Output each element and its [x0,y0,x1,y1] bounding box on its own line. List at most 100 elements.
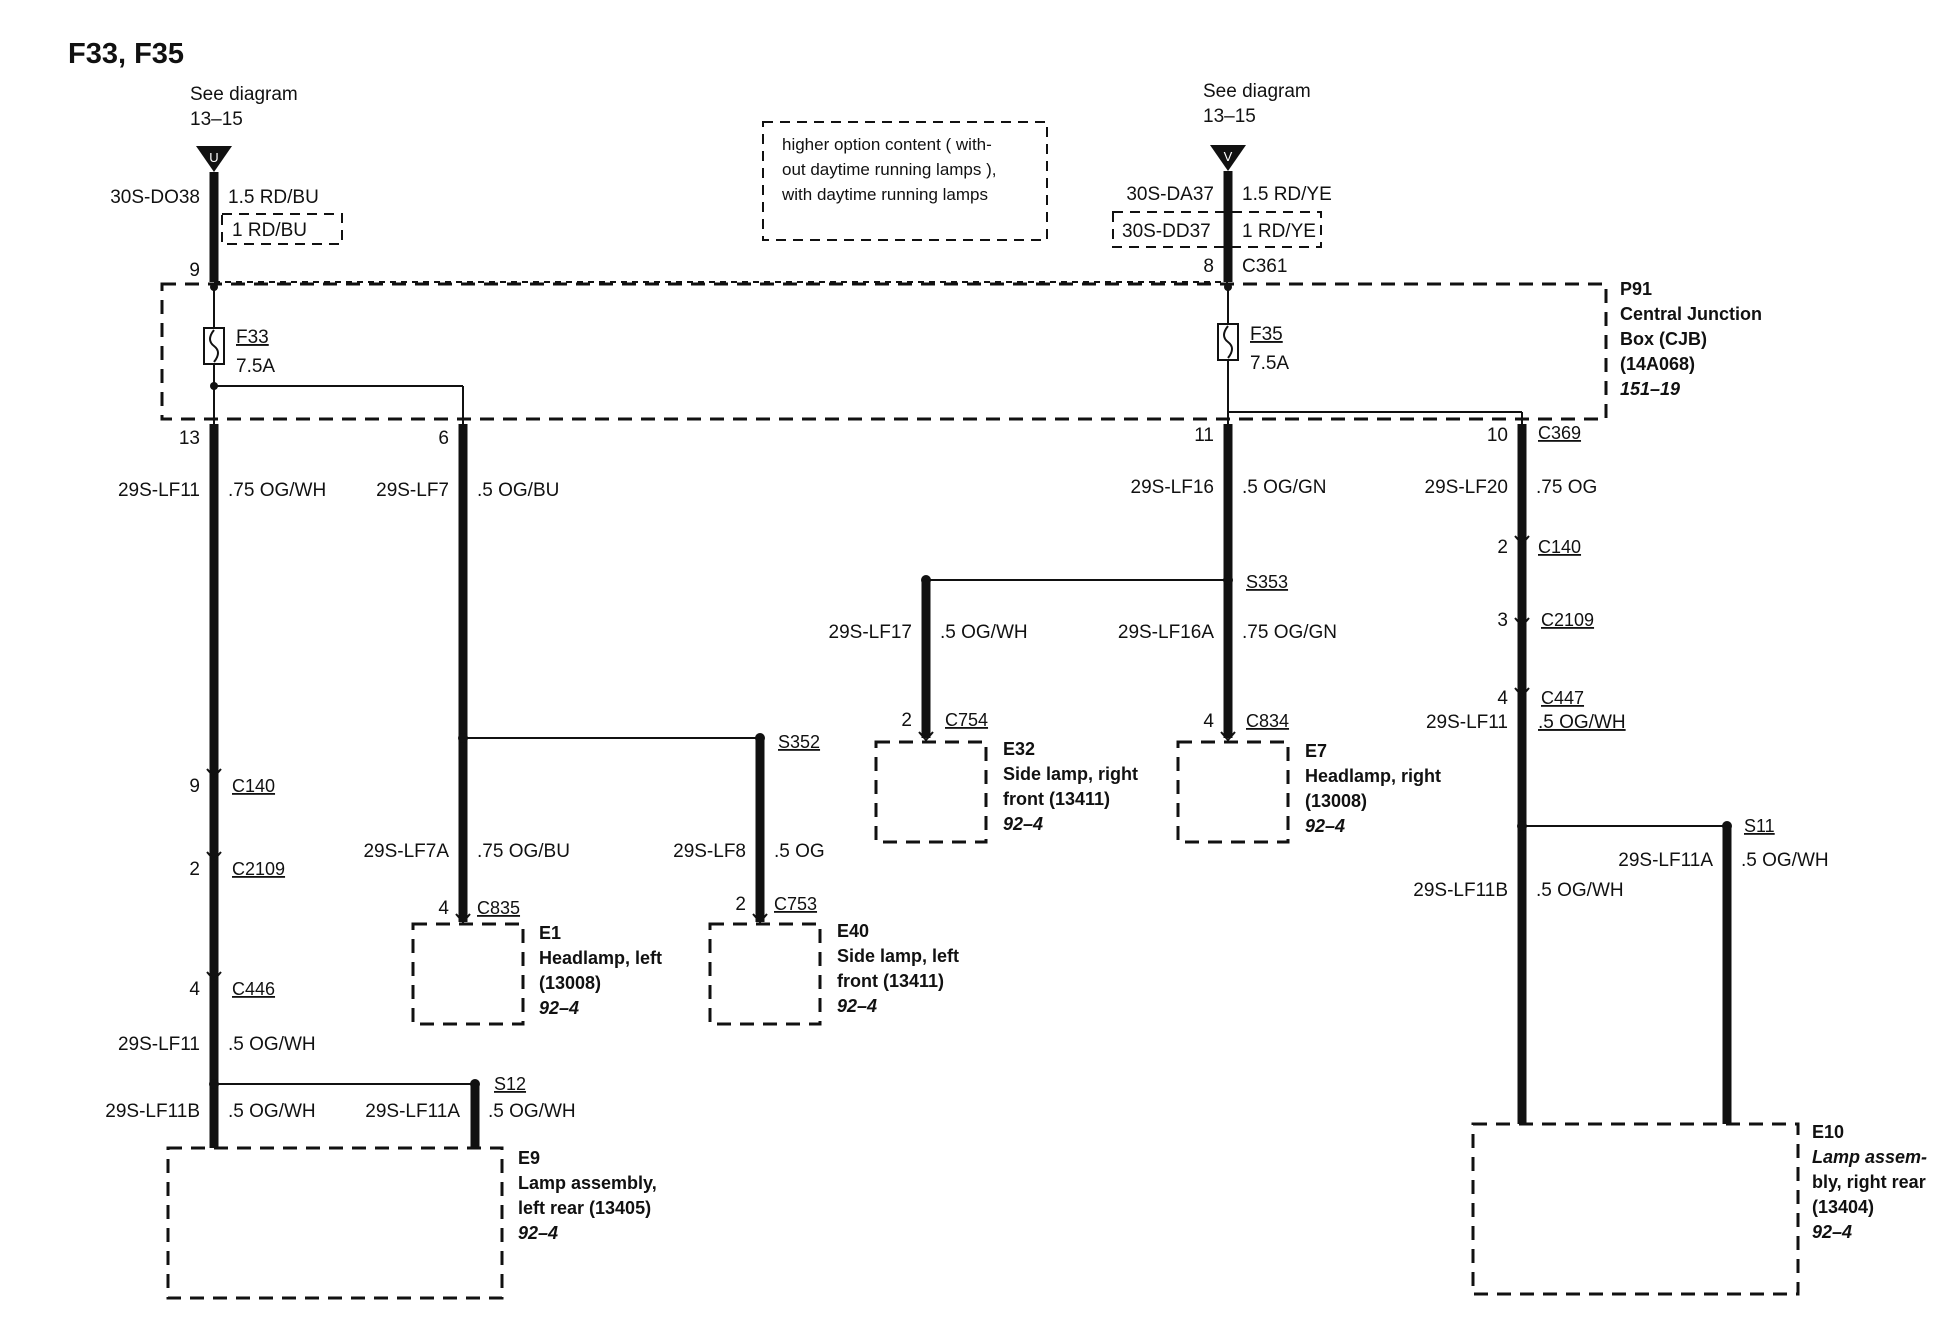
right-c2109-connector: C2109 [1541,610,1594,630]
left-lf11-lower-spec: .5 OG/WH [228,1034,316,1055]
lf20-pin: 10 [1487,425,1508,446]
component-e9-box [166,1146,504,1300]
lf17-spec: .5 OG/WH [940,622,1028,643]
left-lf11-lower-circuit: 29S-LF11 [118,1034,200,1055]
option-note-line3: with daytime running lamps [781,185,988,204]
option-note-line1: higher option content ( with- [782,135,992,154]
lf20-spec: .75 OG [1536,477,1597,498]
cjb-id: P91 [1620,279,1652,299]
splice-s11-label: S11 [1744,816,1775,836]
top-right-pin: 8 [1203,256,1214,277]
left-lf11b-spec: .5 OG/WH [228,1101,316,1122]
cjb-junction-dot [210,382,218,390]
cjb-part: (14A068) [1620,354,1695,374]
ref-left-line2: 13–15 [190,109,243,130]
diagram-title: F33, F35 [68,38,184,70]
splice-s353-label: S353 [1246,572,1288,592]
lf16a-connector: C834 [1246,711,1289,731]
top-right-circuit: 30S-DA37 [1126,184,1214,205]
lf20-connector: C369 [1538,423,1581,443]
left-c140-connector: C140 [232,776,275,796]
fuse-f35-rating: 7.5A [1250,353,1289,374]
e1-id: E1 [539,923,561,943]
option-note: higher option content ( with- out daytim… [762,121,1048,241]
lf7-pin: 6 [438,428,449,449]
ref-left-triangle [196,146,232,172]
top-right-connector: C361 [1242,256,1287,277]
fuse-f35: F35 7.5A [1217,323,1289,374]
lf8-pin: 2 [735,894,746,915]
ref-left-letter: U [209,150,218,165]
lf7a-connector: C835 [477,898,520,918]
left-c2109-mark [206,851,222,862]
component-e7-box [1176,740,1290,844]
cjb-name2: Box (CJB) [1620,329,1707,349]
right-c447-pin: 4 [1497,688,1508,709]
top-right-alt-box [1112,211,1322,248]
left-c2109-pin: 2 [189,859,200,880]
lf16-circuit: 29S-LF16 [1131,477,1214,498]
lf16a-circuit: 29S-LF16A [1118,622,1214,643]
e9-ref: 92–4 [518,1223,558,1243]
left-c446-pin: 4 [189,979,200,1000]
right-lf11a-spec: .5 OG/WH [1741,850,1829,871]
lf20-circuit: 29S-LF20 [1425,477,1508,498]
cjb-name1: Central Junction [1620,304,1762,324]
lf7-spec: .5 OG/BU [477,480,559,501]
splice-s352-label: S352 [778,732,820,752]
fuse-f33-rating: 7.5A [236,356,275,377]
cjb-entry-dot-left [210,283,218,291]
e32-line1: Side lamp, right [1003,764,1138,784]
e40-line1: Side lamp, left [837,946,959,966]
e10-line3: (13404) [1812,1197,1874,1217]
top-left-pin: 9 [189,260,200,281]
top-left-circuit: 30S-DO38 [110,187,200,208]
lf16a-spec: .75 OG/GN [1242,622,1337,643]
top-right-alt-spec: 1 RD/YE [1242,221,1316,242]
e10-id: E10 [1812,1122,1844,1142]
e7-line2: (13008) [1305,791,1367,811]
lf16-pin: 11 [1194,425,1214,446]
left-lf11a-circuit: 29S-LF11A [365,1101,460,1122]
lf11-pin: 13 [179,428,200,449]
ref-left-line1: See diagram [190,84,298,105]
ref-left: See diagram 13–15 U [190,84,298,172]
e40-id: E40 [837,921,869,941]
right-c140-pin: 2 [1497,537,1508,558]
lf16-spec: .5 OG/GN [1242,477,1326,498]
fuse-f33-element [209,329,219,363]
e32-line2: front (13411) [1003,789,1110,809]
e40-connector-mark [752,913,768,924]
e9-line2: left rear (13405) [518,1198,651,1218]
e32-connector-mark [918,731,934,742]
top-right-spec: 1.5 RD/YE [1242,184,1332,205]
e7-ref: 92–4 [1305,816,1345,836]
ref-right-triangle [1210,145,1246,171]
e7-connector-mark [1220,731,1236,742]
cjb-ref: 151–19 [1620,379,1680,399]
lf8-spec: .5 OG [774,841,825,862]
e9-id: E9 [518,1148,540,1168]
cjb-entry-dot-right [1224,283,1232,291]
e32-ref: 92–4 [1003,814,1043,834]
left-c2109-connector: C2109 [232,859,285,879]
e1-line1: Headlamp, left [539,948,662,968]
right-c447-connector: C447 [1541,688,1584,708]
component-e10-box [1471,1122,1800,1296]
fuse-f35-name: F35 [1250,324,1283,345]
ref-right-line1: See diagram [1203,81,1311,102]
left-c140-mark [206,768,222,779]
top-left-alt-spec: 1 RD/BU [232,220,307,241]
lf16a-pin: 4 [1203,711,1214,732]
e32-id: E32 [1003,739,1035,759]
right-lf11-circuit: 29S-LF11 [1426,712,1508,733]
right-lf11b-spec: .5 OG/WH [1536,880,1624,901]
lf17-pin: 2 [901,710,912,731]
component-e1-box [411,922,525,1026]
right-c2109-pin: 3 [1497,610,1508,631]
e1-connector-mark [455,913,471,924]
e7-line1: Headlamp, right [1305,766,1441,786]
lf7a-pin: 4 [438,898,449,919]
e10-line2: bly, right rear [1812,1172,1926,1192]
top-left-alt-box [221,213,343,245]
